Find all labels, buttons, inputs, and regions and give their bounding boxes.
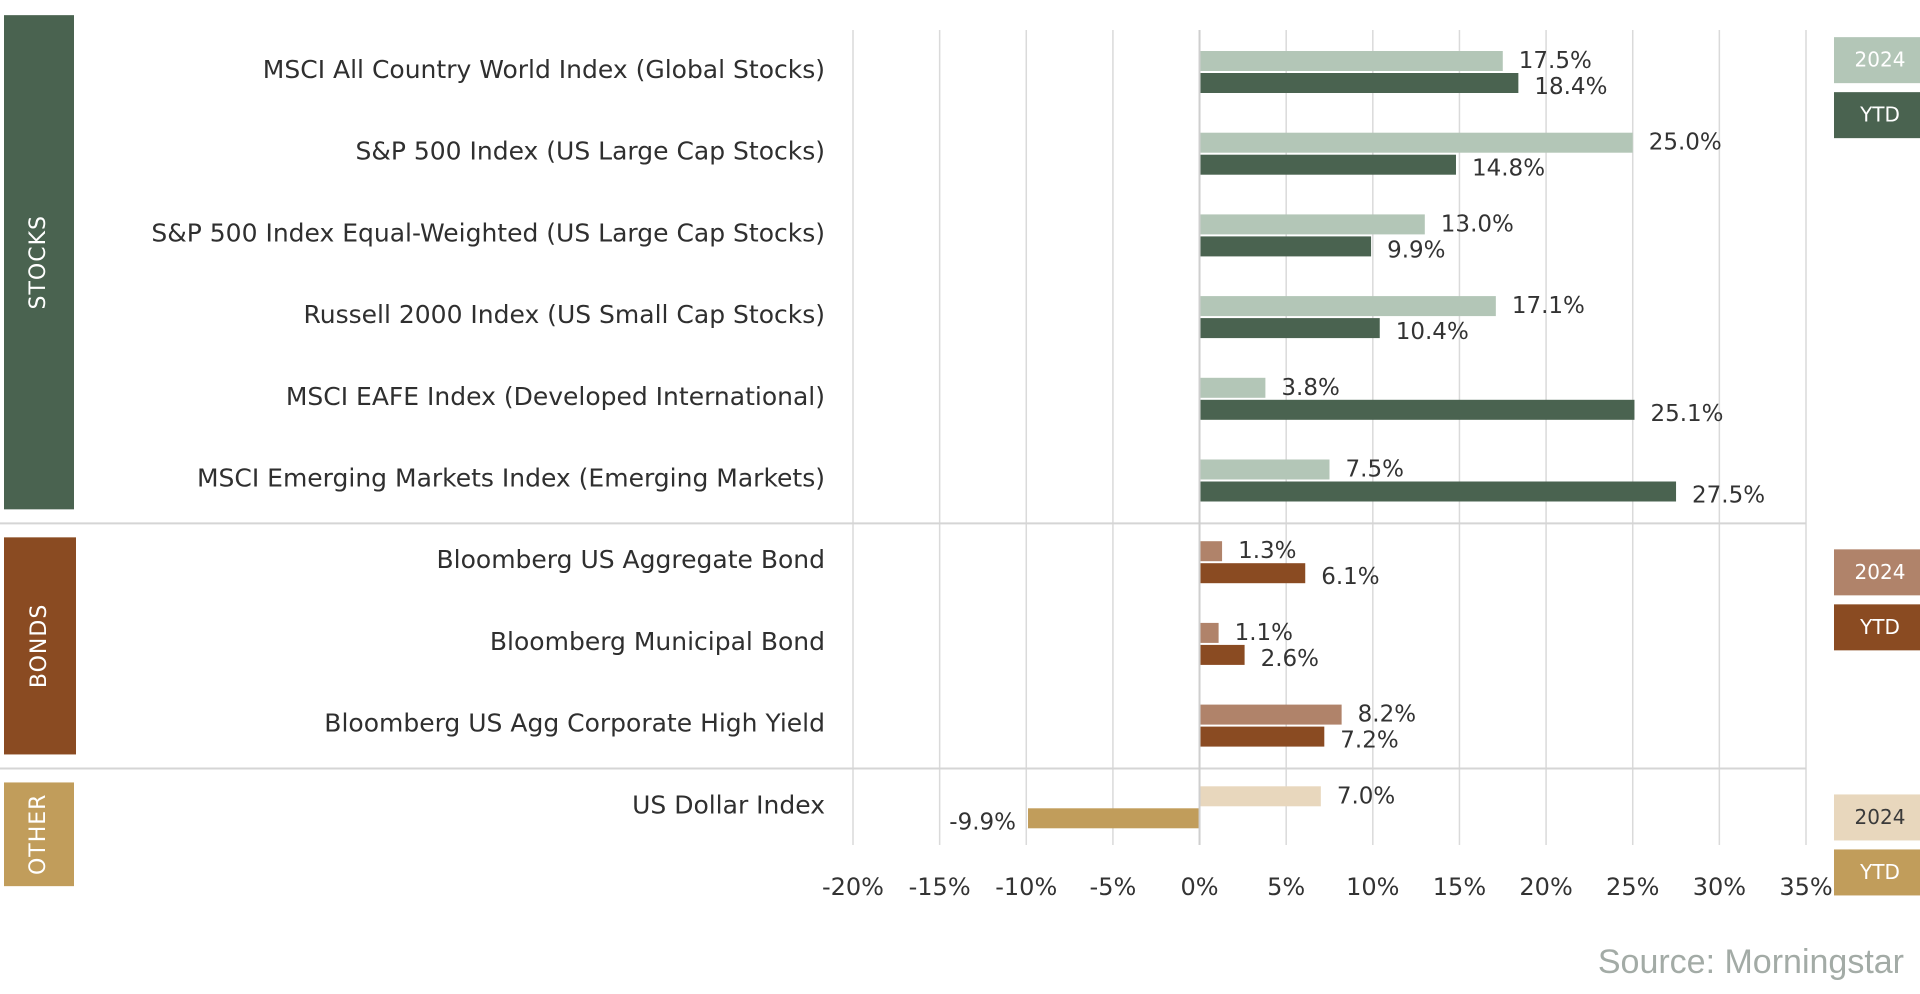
legend-swatch-ytd (1834, 92, 1920, 139)
x-tick-label: 30% (1693, 873, 1746, 901)
category-label: Bloomberg Municipal Bond (490, 627, 825, 656)
data-label-ytd: 25.1% (1650, 401, 1723, 427)
bar-2024 (1199, 704, 1342, 725)
bar-ytd (1199, 154, 1456, 175)
legend-label-ytd: YTD (1859, 860, 1900, 884)
data-label-2024: 8.2% (1358, 702, 1416, 728)
legend-swatch-2024 (1834, 794, 1920, 841)
bar-2024 (1199, 459, 1330, 480)
bar-2024 (1199, 377, 1266, 398)
category-label: MSCI EAFE Index (Developed International… (286, 382, 825, 411)
data-label-ytd: 6.1% (1321, 564, 1379, 590)
bar-ytd (1199, 73, 1519, 93)
legend-swatch-ytd (1834, 849, 1920, 896)
legend-label-ytd: YTD (1859, 615, 1900, 639)
bar-ytd (1199, 726, 1325, 747)
category-label: S&P 500 Index (US Large Cap Stocks) (355, 137, 825, 166)
data-label-ytd: 2.6% (1261, 646, 1319, 672)
legend-label-ytd: YTD (1859, 103, 1900, 127)
category-label: US Dollar Index (632, 790, 825, 819)
data-label-2024: 17.5% (1519, 48, 1592, 74)
legend-swatch-ytd (1834, 604, 1920, 651)
category-label: MSCI Emerging Markets Index (Emerging Ma… (197, 464, 825, 493)
x-tick-label: -15% (909, 873, 971, 901)
x-tick-label: -5% (1090, 873, 1137, 901)
data-label-2024: 7.0% (1337, 783, 1395, 809)
x-tick-label: -20% (822, 873, 884, 901)
x-tick-label: 35% (1779, 873, 1832, 901)
x-tick-label: 10% (1346, 873, 1399, 901)
legend-swatch-2024 (1834, 37, 1920, 84)
bar-2024 (1199, 132, 1633, 153)
bar-ytd (1199, 236, 1372, 257)
data-label-ytd: 7.2% (1340, 728, 1398, 754)
legend-label-2024: 2024 (1855, 805, 1906, 829)
data-label-2024: 1.3% (1238, 538, 1296, 564)
group-label: BONDS (27, 604, 52, 688)
group-band (4, 537, 76, 755)
bar-ytd (1199, 318, 1380, 339)
bar-ytd (1199, 481, 1677, 502)
data-label-2024: 13.0% (1441, 211, 1514, 237)
data-label-2024: 7.5% (1346, 457, 1404, 483)
data-label-ytd: 27.5% (1692, 483, 1765, 509)
bar-2024 (1199, 214, 1425, 235)
source-note: Source: Morningstar (1597, 943, 1904, 981)
bar-ytd (1028, 808, 1200, 829)
bar-2024 (1199, 786, 1321, 807)
bar-ytd (1199, 399, 1635, 420)
category-label: MSCI All Country World Index (Global Sto… (263, 55, 825, 84)
bar-ytd (1199, 644, 1245, 665)
data-label-2024: 25.0% (1649, 130, 1722, 156)
x-tick-label: 5% (1267, 873, 1305, 901)
bar-ytd (1199, 563, 1306, 584)
legend-swatch-2024 (1834, 549, 1920, 596)
data-label-2024: 17.1% (1512, 293, 1585, 319)
data-label-ytd: 10.4% (1396, 319, 1469, 345)
data-label-2024: 1.1% (1235, 620, 1293, 646)
category-label: Bloomberg US Agg Corporate High Yield (324, 709, 825, 738)
group-band (4, 782, 74, 887)
x-tick-label: -10% (995, 873, 1057, 901)
data-label-2024: 3.8% (1281, 375, 1339, 401)
legend-label-2024: 2024 (1855, 560, 1906, 584)
category-label: S&P 500 Index Equal-Weighted (US Large C… (151, 218, 825, 247)
bar-2024 (1199, 296, 1496, 317)
legend-label-2024: 2024 (1855, 48, 1906, 72)
bar-2024 (1199, 51, 1503, 71)
group-band (4, 15, 74, 510)
category-label: Bloomberg US Aggregate Bond (437, 545, 826, 574)
x-tick-label: 0% (1181, 873, 1219, 901)
group-label: STOCKS (26, 215, 51, 309)
group-label: OTHER (26, 794, 51, 875)
data-label-ytd: -9.9% (949, 809, 1016, 835)
x-tick-label: 25% (1606, 873, 1659, 901)
x-tick-label: 15% (1433, 873, 1486, 901)
category-label: Russell 2000 Index (US Small Cap Stocks) (303, 300, 825, 329)
bar-2024 (1199, 622, 1219, 643)
x-tick-label: 20% (1519, 873, 1572, 901)
data-label-ytd: 18.4% (1534, 74, 1607, 100)
bar-2024 (1199, 541, 1223, 562)
data-label-ytd: 9.9% (1387, 237, 1445, 263)
data-label-ytd: 14.8% (1472, 156, 1545, 182)
